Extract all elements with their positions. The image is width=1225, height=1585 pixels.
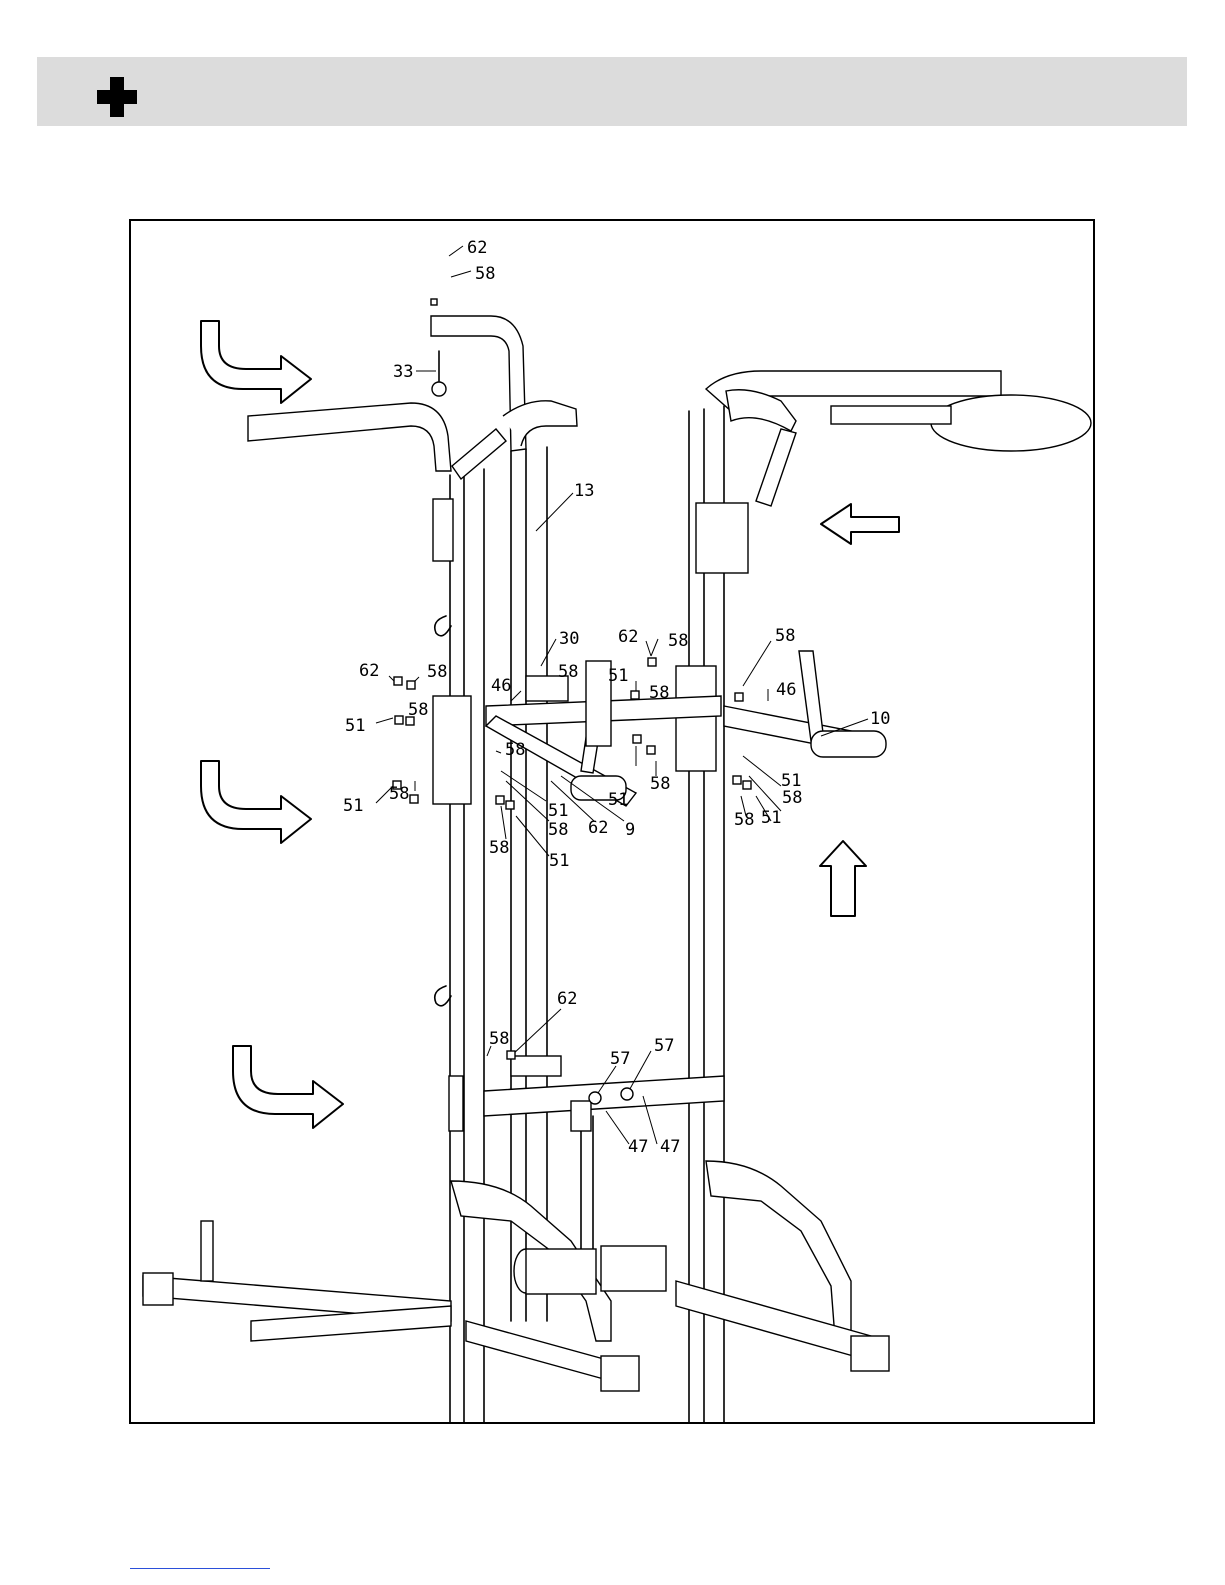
callout-58: 58	[734, 810, 754, 830]
callout-51: 51	[549, 851, 569, 871]
callout-58: 58	[649, 683, 669, 703]
callout-58: 58	[408, 700, 428, 720]
callout-58: 58	[668, 631, 688, 651]
callout-51: 51	[345, 716, 365, 736]
callout-62: 62	[467, 238, 487, 258]
callout-58: 58	[775, 626, 795, 646]
base	[143, 1161, 889, 1391]
footer-link-underline[interactable]	[130, 1568, 270, 1569]
assembly-diagram-frame: 62 58 33 13 30 62 58 58 62 58 58 46 51 5…	[129, 219, 1095, 1424]
curved-arrow-right-icon	[233, 1046, 343, 1128]
callout-13: 13	[574, 481, 594, 501]
callout-58: 58	[558, 662, 578, 682]
callout-58: 58	[475, 264, 495, 284]
callout-51: 51	[608, 790, 628, 810]
callout-46: 46	[776, 680, 796, 700]
callout-46: 46	[491, 676, 511, 696]
callout-62: 62	[618, 627, 638, 647]
curved-arrow-right-icon	[201, 761, 311, 843]
callout-58: 58	[489, 1029, 509, 1049]
header-bar	[37, 57, 1187, 126]
callout-33: 33	[393, 362, 413, 382]
callout-58: 58	[782, 788, 802, 808]
callout-47: 47	[628, 1137, 648, 1157]
callout-62: 62	[557, 989, 577, 1009]
callout-58: 58	[650, 774, 670, 794]
callout-58: 58	[548, 820, 568, 840]
callout-58: 58	[489, 838, 509, 858]
callout-62: 62	[588, 818, 608, 838]
callout-51: 51	[548, 801, 568, 821]
callout-51: 51	[608, 666, 628, 686]
callout-51: 51	[761, 808, 781, 828]
callout-58: 58	[427, 662, 447, 682]
callout-47: 47	[660, 1137, 680, 1157]
callout-57: 57	[610, 1049, 630, 1069]
arrow-left-icon	[821, 504, 899, 544]
arrow-up-icon	[820, 841, 866, 916]
callout-58: 58	[389, 784, 409, 804]
callout-58: 58	[505, 740, 525, 760]
callout-62: 62	[359, 661, 379, 681]
callout-10: 10	[870, 709, 890, 729]
callout-30: 30	[559, 629, 579, 649]
plus-icon	[97, 77, 137, 117]
assembly-diagram: 62 58 33 13 30 62 58 58 62 58 58 46 51 5…	[131, 221, 1093, 1422]
callout-9: 9	[625, 820, 635, 840]
callout-51: 51	[343, 796, 363, 816]
curved-arrow-right-icon	[201, 321, 311, 403]
callout-57: 57	[654, 1036, 674, 1056]
lower-crossbars	[484, 1056, 724, 1261]
